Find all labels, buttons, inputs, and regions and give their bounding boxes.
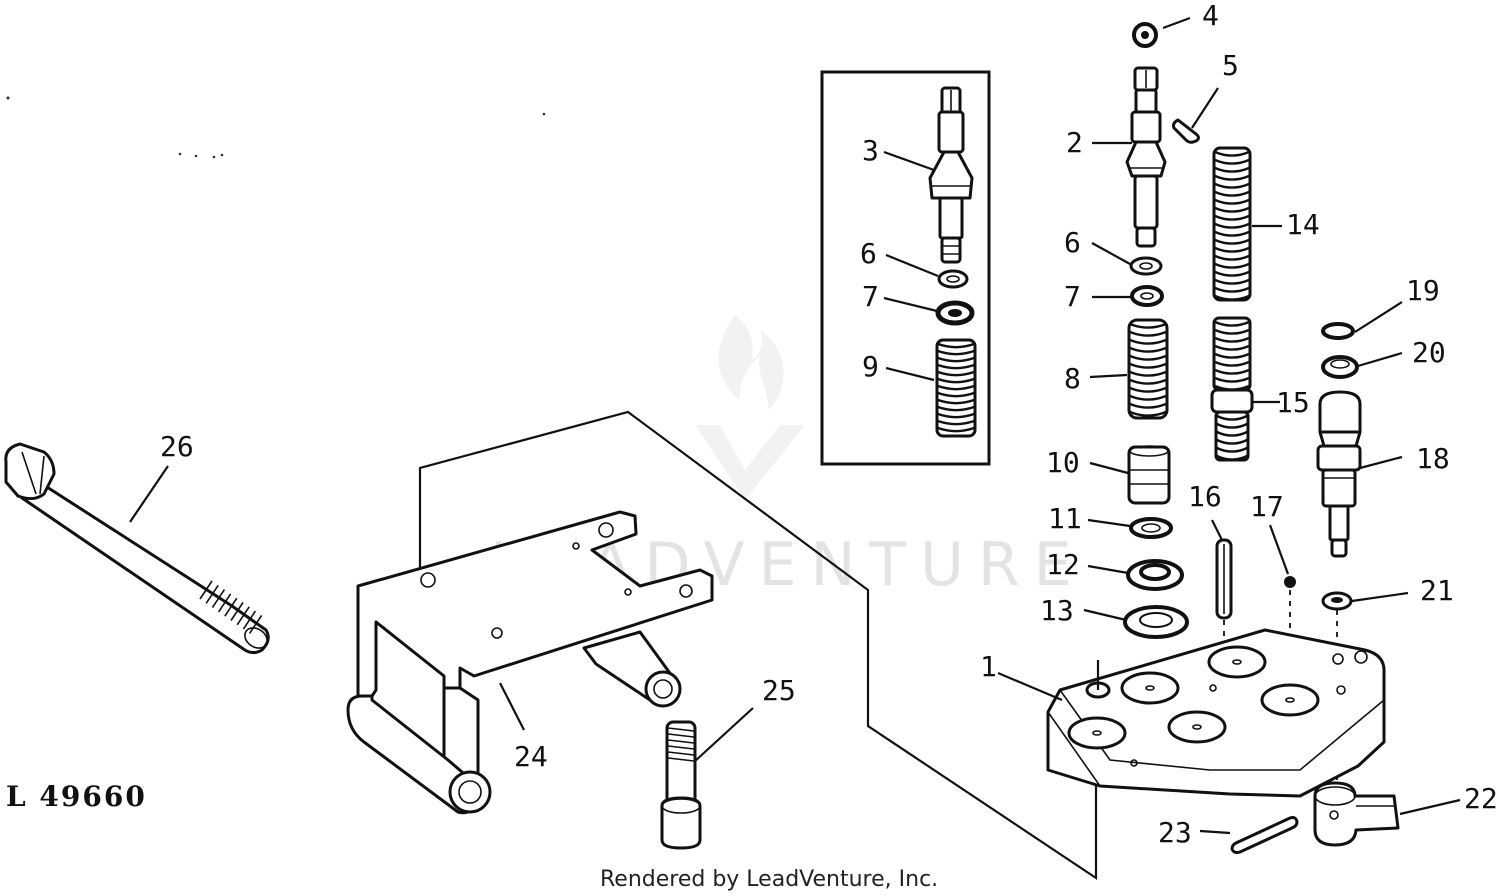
callout-11: 11 — [1048, 502, 1082, 535]
part-21-washer — [1321, 591, 1353, 611]
part-8-spring — [1127, 318, 1169, 420]
callout-19: 19 — [1406, 274, 1440, 307]
callout-6-inset: 6 — [860, 237, 877, 270]
part-4-nut — [1132, 22, 1158, 48]
callout-10: 10 — [1046, 446, 1080, 479]
part-18-valve — [1316, 390, 1362, 558]
callout-labels: 1 2 3 4 5 6 6 7 7 8 9 10 11 12 13 14 15 … — [160, 0, 1498, 849]
callout-13: 13 — [1040, 594, 1074, 627]
callout-6: 6 — [1064, 226, 1081, 259]
part-20-washer — [1321, 355, 1359, 379]
part-23-pin — [1230, 816, 1299, 855]
part-1-valve-housing — [1046, 628, 1386, 798]
part-10-plunger — [1127, 445, 1171, 505]
callout-25: 25 — [762, 674, 796, 707]
callout-7: 7 — [1064, 280, 1081, 313]
part-25-bolt — [660, 720, 702, 850]
part-6-washer — [1129, 256, 1163, 276]
part-14-spring — [1212, 146, 1252, 302]
part-3-spool — [928, 86, 974, 264]
callout-21: 21 — [1420, 574, 1454, 607]
callout-5: 5 — [1222, 49, 1239, 82]
part-7-ring-inset — [935, 300, 975, 326]
callout-23: 23 — [1158, 816, 1192, 849]
watermark-logo — [695, 315, 805, 500]
part-9-spring — [935, 338, 977, 438]
callout-14: 14 — [1286, 208, 1320, 241]
part-12-seal — [1126, 559, 1184, 591]
callout-26: 26 — [160, 430, 194, 463]
callout-22: 22 — [1464, 782, 1498, 815]
part-13-seal — [1123, 605, 1189, 639]
callout-24: 24 — [514, 740, 548, 773]
callout-4: 4 — [1202, 0, 1219, 32]
part-24-bracket — [346, 510, 714, 815]
callout-1: 1 — [980, 650, 997, 683]
part-16-pin — [1215, 538, 1233, 620]
part-7-ring — [1130, 285, 1164, 307]
callout-20: 20 — [1412, 336, 1446, 369]
callout-7-inset: 7 — [862, 280, 879, 313]
part-5-pin — [1172, 118, 1200, 144]
part-11-washer — [1129, 517, 1173, 539]
scan-specks — [6, 96, 546, 159]
figure-number: L 49660 — [6, 780, 147, 813]
part-2-spool — [1125, 66, 1167, 248]
part-26-long-bolt — [4, 442, 270, 655]
callout-9: 9 — [862, 350, 879, 383]
callout-15: 15 — [1276, 386, 1310, 419]
part-15-piston — [1210, 316, 1254, 462]
part-22-lever — [1313, 781, 1400, 847]
leader-lines — [129, 16, 1461, 835]
inset-box — [820, 70, 991, 466]
callout-12: 12 — [1046, 548, 1080, 581]
callout-16: 16 — [1188, 480, 1222, 513]
callout-3: 3 — [862, 134, 879, 167]
part-6-washer-inset — [937, 269, 969, 289]
callout-2: 2 — [1066, 126, 1083, 159]
callout-8: 8 — [1064, 362, 1081, 395]
callout-18: 18 — [1416, 442, 1450, 475]
mounting-reference-line — [418, 410, 1098, 881]
part-17-ball — [1284, 576, 1296, 588]
footer-credit: Rendered by LeadVenture, Inc. — [600, 867, 938, 892]
part-19-snap-ring — [1321, 322, 1355, 340]
callout-17: 17 — [1250, 490, 1284, 523]
